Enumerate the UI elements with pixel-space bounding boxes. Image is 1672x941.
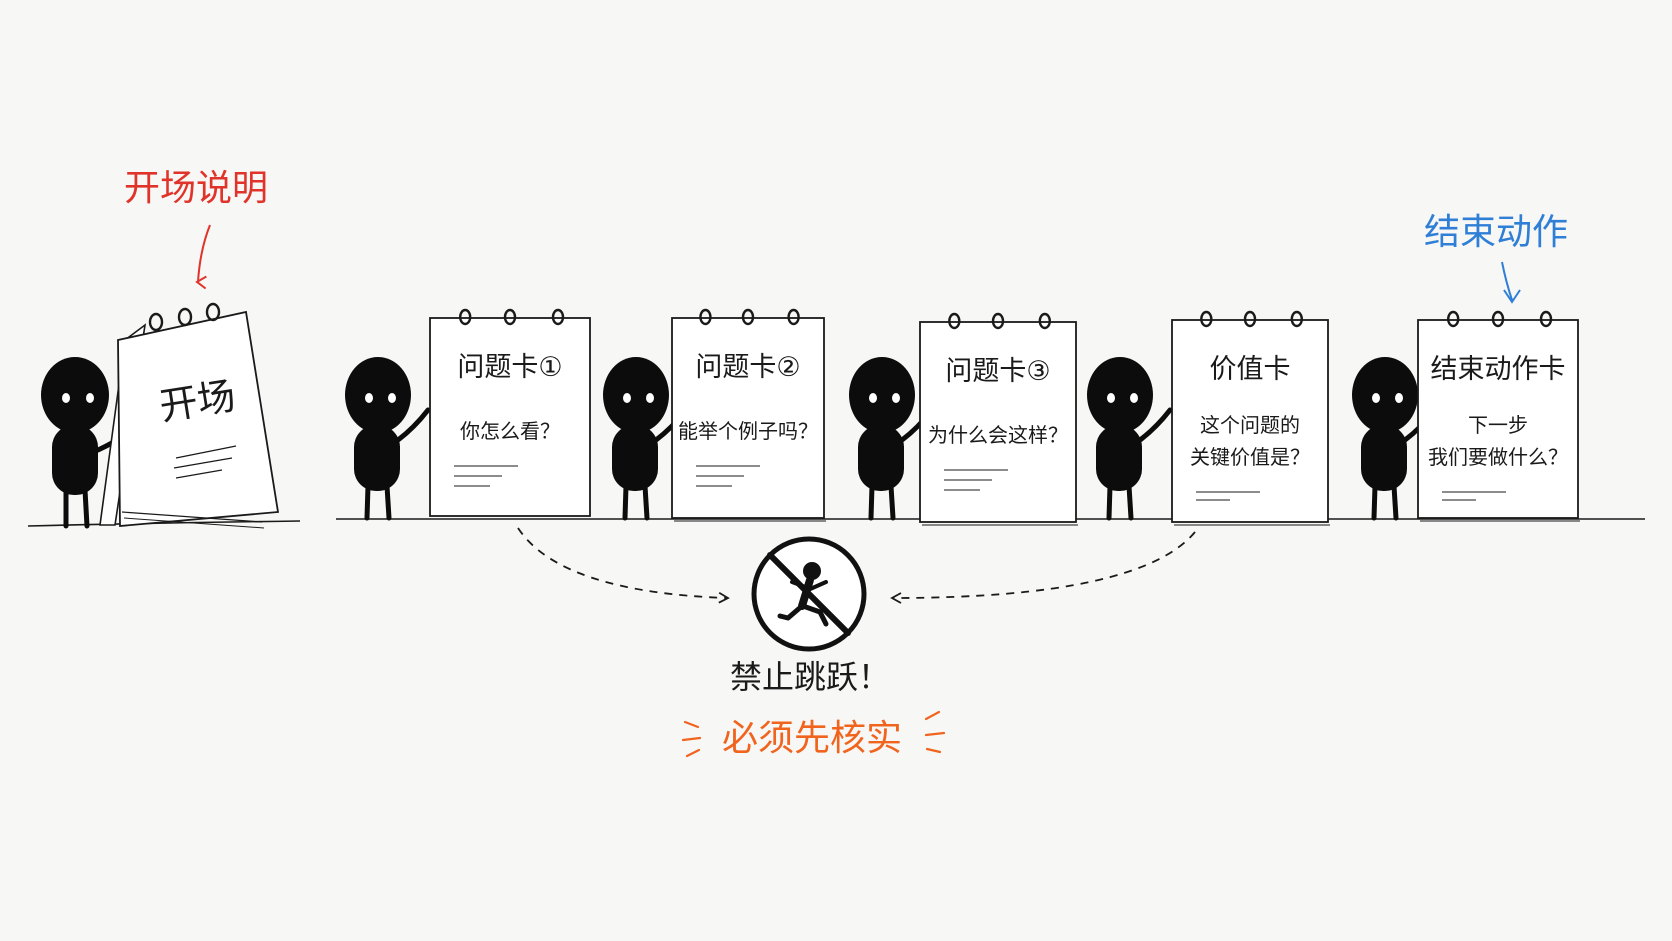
card-station: 问题卡③ 为什么会这样？ [849, 312, 1078, 526]
holder-figure [849, 357, 935, 521]
opening-annotation: 开场说明 [124, 168, 268, 290]
spiral-binding-icon [148, 302, 221, 332]
scribble-lines [1442, 491, 1506, 501]
card-question-line: 关键价值是？ [1190, 445, 1310, 469]
card-question-line: 我们要做什么？ [1428, 445, 1568, 469]
opening-arrow-icon [195, 224, 211, 290]
ending-arrow-icon [1501, 261, 1521, 304]
opening-note-label: 开场说明 [124, 168, 268, 209]
card-station: 问题卡① 你怎么看？ [345, 308, 592, 521]
ending-annotation: 结束动作 [1424, 212, 1568, 304]
card-stations: 问题卡① 你怎么看？ 问题卡② 能举个例子吗？ 问题卡③ 为什么会这样？ 价值卡这个问题的关… [345, 308, 1580, 526]
ending-note-label: 结束动作 [1424, 212, 1568, 253]
holder-figure [603, 357, 689, 521]
holder-figure [345, 357, 431, 521]
scribble-lines [1196, 491, 1260, 501]
no-jumping-icon [751, 536, 867, 652]
question-card: 问题卡③ 为什么会这样？ [919, 312, 1078, 526]
spiral-binding-icon [1446, 310, 1553, 328]
scribble-lines [696, 465, 760, 487]
card-question-line: 能举个例子吗？ [678, 419, 818, 443]
holder-figure [1352, 357, 1438, 521]
warning-subtitle-group: 必须先核实 [681, 710, 946, 759]
opening-figure [41, 357, 143, 529]
emphasis-marks-left-icon [681, 720, 702, 758]
card-title: 问题卡② [695, 352, 800, 383]
card-title: 结束动作卡 [1431, 354, 1566, 385]
dashed-arrow-left [517, 527, 730, 604]
card-title: 问题卡① [457, 352, 562, 383]
spiral-binding-icon [948, 312, 1052, 330]
card-station: 问题卡② 能举个例子吗？ [603, 308, 826, 522]
opening-card: 开场 [99, 302, 280, 529]
emphasis-marks-right-icon [924, 710, 946, 754]
spiral-binding-icon [699, 308, 800, 326]
spiral-binding-icon [1200, 310, 1304, 328]
warning-title: 禁止跳跃！ [730, 658, 890, 696]
dashed-arrow-right [890, 531, 1196, 604]
question-card: 问题卡② 能举个例子吗？ [671, 308, 826, 522]
question-card: 问题卡① 你怎么看？ [429, 308, 592, 520]
card-question-line: 下一步 [1468, 413, 1528, 437]
card-question-line: 这个问题的 [1200, 413, 1300, 437]
ground-line [27, 517, 1646, 527]
scribble-lines [454, 465, 518, 487]
holder-figure [1087, 357, 1173, 521]
card-question-line: 为什么会这样？ [928, 423, 1068, 447]
card-title: 问题卡③ [945, 356, 1050, 387]
scribble-lines [944, 469, 1008, 491]
spiral-binding-icon [459, 308, 565, 326]
warning-subtitle: 必须先核实 [722, 718, 902, 759]
card-question-line: 你怎么看？ [460, 419, 560, 443]
card-title: 价值卡 [1210, 354, 1291, 385]
